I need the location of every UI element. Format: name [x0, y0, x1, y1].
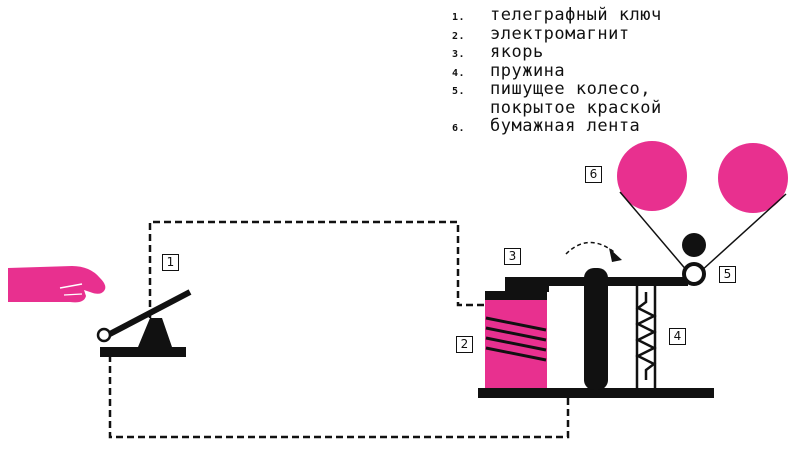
coil-windings [485, 316, 547, 362]
armature-block [505, 282, 549, 292]
tag-magnet: 2 [456, 336, 473, 353]
armature-bar [505, 277, 688, 286]
arrow-head [609, 248, 622, 262]
spring [635, 286, 657, 390]
legend: 1.телеграфный ключ 2.электромагнит 3.яко… [450, 6, 662, 136]
arrow-arc [565, 241, 615, 255]
legend-item-1: 1.телеграфный ключ [452, 5, 662, 25]
hand-fold-2 [63, 293, 83, 296]
legend-item-2: 2.электромагнит [452, 23, 630, 44]
armature [505, 277, 688, 292]
hand-pressing-icon [8, 266, 106, 303]
hand-shape [8, 266, 106, 303]
circuit-wire [108, 220, 570, 439]
legend-item-3: 3.якорь [452, 42, 544, 62]
spring-coil [635, 292, 657, 380]
key-lever [104, 289, 192, 339]
tag-key: 1 [162, 254, 179, 271]
tag-wheel: 5 [719, 266, 736, 283]
writing-wheel [682, 262, 706, 286]
wire-top [148, 220, 484, 318]
legend-item-4: 4.пружина [452, 60, 566, 81]
armature-post [584, 268, 608, 390]
tape-reel-right [718, 143, 788, 213]
key-contact [96, 327, 112, 343]
legend-item-5: 5.пишущее колесо, покрытое краской [452, 79, 662, 118]
pressure-roller [682, 233, 706, 257]
wire-bottom [108, 355, 570, 439]
curved-arrow-icon [565, 241, 622, 262]
telegraph-key [96, 289, 192, 357]
key-base [100, 347, 186, 357]
electromagnet [485, 291, 547, 390]
key-pivot [138, 318, 172, 347]
tag-tape: 6 [585, 166, 602, 183]
magnet-core-top [485, 291, 547, 300]
paper-tape [619, 191, 787, 273]
base-plate [478, 388, 714, 398]
legend-item-6: 6.бумажная лента [452, 116, 641, 136]
tag-armature: 3 [504, 248, 521, 265]
tag-spring: 4 [669, 328, 686, 345]
hand-fold [59, 283, 83, 289]
tape-reel-left [617, 141, 687, 211]
